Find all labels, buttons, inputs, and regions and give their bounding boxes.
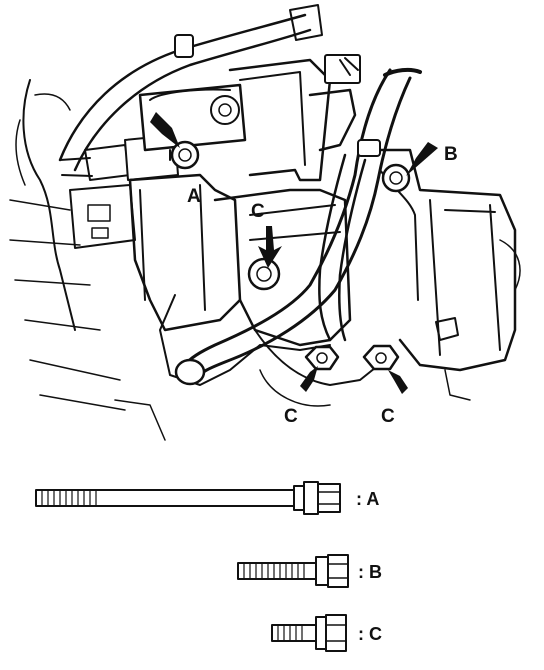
legend-label-c: : C [358, 624, 382, 644]
legend-item-c: : C [271, 614, 382, 652]
bolt-legend: : A : B : C [35, 481, 382, 652]
hose-clamp-icon [357, 139, 381, 157]
callout-c2-label: C [284, 406, 298, 427]
bolt-b-location: B [381, 142, 458, 193]
callout-b-label: B [444, 144, 458, 165]
callout-c3-label: C [381, 406, 395, 427]
legend-label-a: : A [356, 489, 379, 509]
arrow-c2-icon [300, 366, 318, 392]
bolt-a-location: A [150, 112, 201, 207]
callout-c1-label: C [251, 201, 265, 222]
hose-clamp-icon [174, 34, 194, 58]
engine-assembly-drawing [9, 4, 521, 441]
bolt-c2-location: C [284, 345, 340, 427]
arrow-a-icon [150, 112, 180, 148]
arrow-b-icon [406, 142, 438, 176]
legend-item-b: : B [237, 554, 382, 588]
legend-label-b: : B [358, 562, 382, 582]
short-bolt-c-icon [271, 614, 347, 652]
callout-a-label: A [187, 186, 201, 207]
long-bolt-a-icon [35, 481, 341, 515]
arrow-c3-icon [388, 370, 408, 394]
bolt-a-head-icon [170, 140, 200, 170]
bolt-c3-location: C [362, 344, 408, 427]
bolt-c3-head-icon [362, 344, 400, 371]
medium-bolt-b-icon [237, 554, 349, 588]
bolt-b-head-icon [381, 163, 411, 193]
arrow-c1-icon [258, 226, 282, 268]
bolt-c1-location: C [247, 201, 282, 291]
bolt-c2-head-icon [304, 345, 340, 371]
bolt-c1-head-icon [247, 257, 281, 291]
legend-item-a: : A [35, 481, 379, 515]
